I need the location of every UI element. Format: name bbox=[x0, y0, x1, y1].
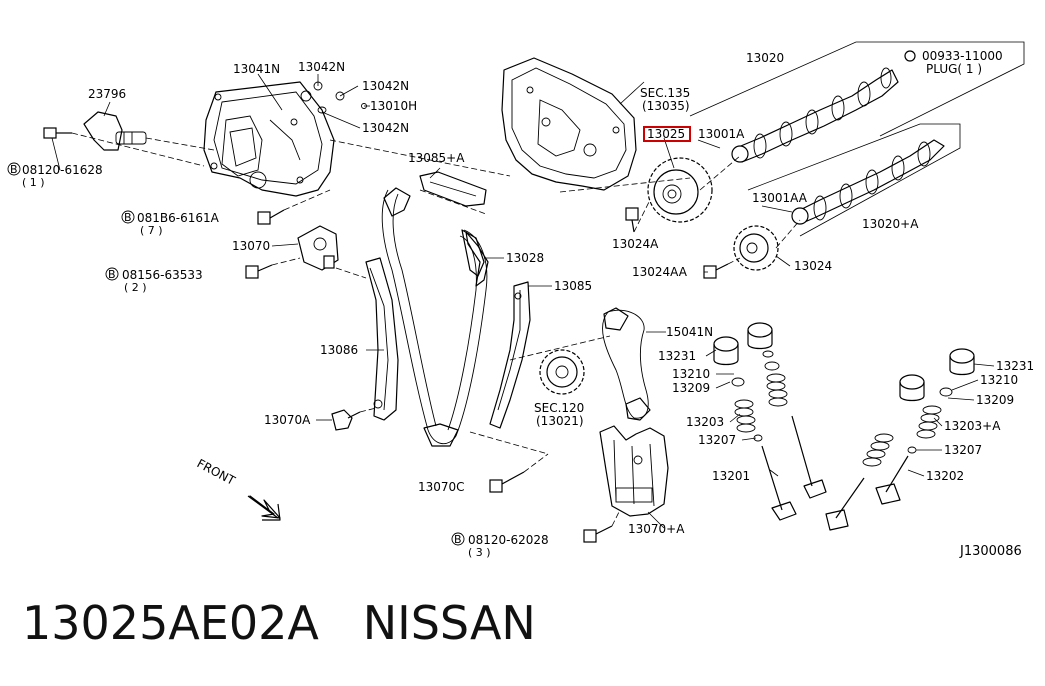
dashed-reference-lines bbox=[71, 132, 801, 527]
cylinder-head-sec135 bbox=[501, 57, 637, 191]
label-13209-a: 13209 bbox=[672, 381, 710, 395]
bolt-mark-2: B bbox=[124, 211, 132, 224]
label-13085: 13085 bbox=[554, 279, 592, 293]
slack-guide-13086 bbox=[365, 257, 399, 421]
part-labels: 13041N 13042N 13042N 13010H 13042N 23796… bbox=[7, 49, 1034, 559]
label-13042N-c: 13042N bbox=[362, 121, 409, 135]
crank-sprocket-sec120 bbox=[539, 349, 585, 395]
leader-lines bbox=[51, 73, 995, 529]
bolt-08120-62028 bbox=[583, 525, 613, 543]
label-sec135: SEC.135 bbox=[640, 86, 690, 100]
label-13203A: 13203+A bbox=[944, 419, 1001, 433]
label-13210-b: 13210 bbox=[980, 373, 1018, 387]
label-13070C: 13070C bbox=[418, 480, 465, 494]
label-13042N-b: 13042N bbox=[362, 79, 409, 93]
label-08120-61628: 08120-61628 bbox=[22, 163, 103, 177]
label-13231-b: 13231 bbox=[996, 359, 1034, 373]
label-13085A: 13085+A bbox=[408, 151, 465, 165]
bolt-08120-61628 bbox=[43, 127, 72, 139]
label-13203: 13203 bbox=[686, 415, 724, 429]
label-qty-2: ( 2 ) bbox=[124, 281, 147, 294]
tensioner-13070 bbox=[297, 225, 339, 271]
bolt-mark-3: B bbox=[108, 268, 116, 281]
label-08156-63533: 08156-63533 bbox=[122, 268, 203, 282]
valve-train-left bbox=[713, 322, 827, 521]
part-number-caption: 13025AE02A NISSAN bbox=[22, 596, 536, 650]
bolt-13024A bbox=[625, 207, 639, 233]
label-13024A: 13024A bbox=[612, 237, 659, 251]
camshaft-13020A bbox=[747, 123, 961, 237]
chain-15041N bbox=[602, 307, 651, 421]
label-00933-11000: 00933-11000 bbox=[922, 49, 1003, 63]
label-13201: 13201 bbox=[712, 469, 750, 483]
sprocket-13024 bbox=[733, 225, 779, 271]
label-sec120: SEC.120 bbox=[534, 401, 584, 415]
front-cover-13041N bbox=[203, 81, 335, 197]
front-arrow: FRONT bbox=[195, 456, 281, 521]
label-qty-1: ( 1 ) bbox=[22, 176, 45, 189]
label-sec135-sub: (13035) bbox=[642, 99, 690, 113]
label-13028: 13028 bbox=[506, 251, 544, 265]
label-qty-3: ( 3 ) bbox=[468, 546, 491, 559]
tension-guide-13085 bbox=[489, 281, 531, 429]
label-13020: 13020 bbox=[746, 51, 784, 65]
label-13001AA: 13001AA bbox=[752, 191, 808, 205]
guide-13028 bbox=[465, 231, 489, 287]
label-13070A: 13070A bbox=[264, 413, 311, 427]
label-sec120-sub: (13021) bbox=[536, 414, 584, 428]
label-13231-a: 13231 bbox=[658, 349, 696, 363]
highlight-box-13025 bbox=[643, 126, 691, 142]
bolt-08156-63533 bbox=[245, 264, 273, 279]
label-13010H: 13010H bbox=[370, 99, 417, 113]
label-13209-b: 13209 bbox=[976, 393, 1014, 407]
sensor-23796 bbox=[83, 111, 147, 151]
timing-chain bbox=[381, 187, 488, 447]
label-plug: PLUG( 1 ) bbox=[926, 62, 982, 76]
camshaft-13020 bbox=[689, 41, 1025, 163]
bolt-13070C bbox=[489, 471, 525, 493]
bolt-mark-4: B bbox=[454, 533, 462, 546]
label-13070: 13070 bbox=[232, 239, 270, 253]
label-081B6-6161A: 081B6-6161A bbox=[137, 211, 220, 225]
bolt-13024AA bbox=[703, 263, 729, 279]
label-13024AA: 13024AA bbox=[632, 265, 688, 279]
label-13041N: 13041N bbox=[233, 62, 280, 76]
label-08120-62028: 08120-62028 bbox=[468, 533, 549, 547]
label-13025: 13025 bbox=[647, 127, 685, 141]
label-13024: 13024 bbox=[794, 259, 832, 273]
guide-13085A bbox=[419, 171, 487, 207]
bolt-081B6-6161A bbox=[257, 209, 285, 225]
label-23796: 23796 bbox=[88, 87, 126, 101]
cam-sprocket-13025 bbox=[647, 157, 713, 223]
label-13202: 13202 bbox=[926, 469, 964, 483]
diagram-code: J1300086 bbox=[960, 544, 1022, 559]
label-qty-7: ( 7 ) bbox=[140, 224, 163, 237]
label-13070A2: 13070+A bbox=[628, 522, 685, 536]
front-label: FRONT bbox=[195, 456, 238, 488]
bolt-mark-1: B bbox=[10, 163, 18, 176]
valve-train-right bbox=[825, 348, 975, 531]
label-13086: 13086 bbox=[320, 343, 358, 357]
bolt-13070A bbox=[331, 409, 361, 431]
label-13207-a: 13207 bbox=[698, 433, 736, 447]
tensioner-13070A bbox=[599, 425, 669, 517]
label-13020A: 13020+A bbox=[862, 217, 919, 231]
label-13001A: 13001A bbox=[698, 127, 745, 141]
label-15041N: 15041N bbox=[666, 325, 713, 339]
label-13042N-a: 13042N bbox=[298, 60, 345, 74]
label-13210-a: 13210 bbox=[672, 367, 710, 381]
label-13207-b: 13207 bbox=[944, 443, 982, 457]
